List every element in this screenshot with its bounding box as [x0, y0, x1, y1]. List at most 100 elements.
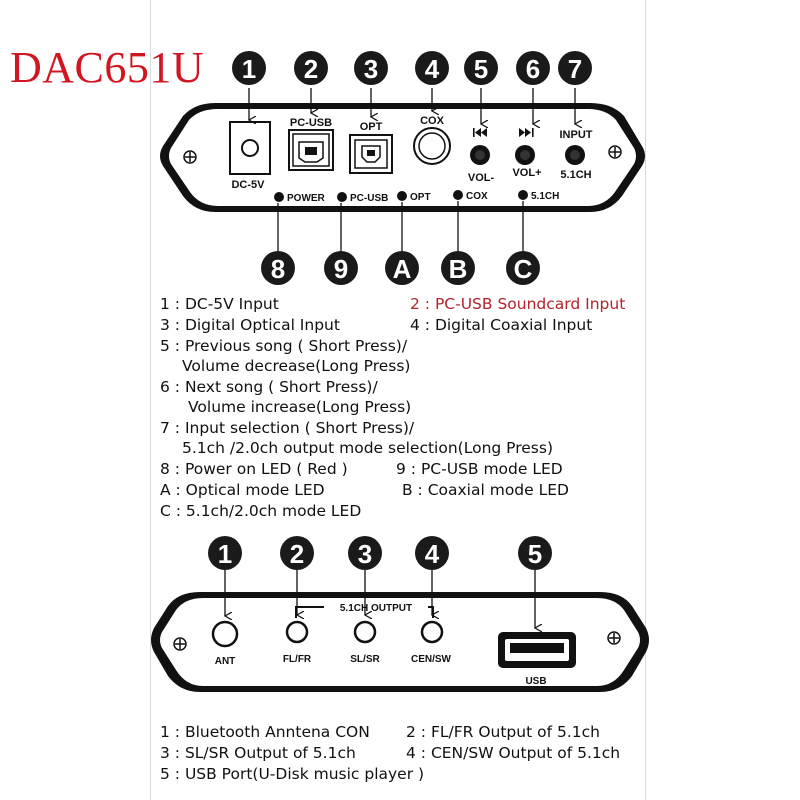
front-callouts-bottom [277, 201, 524, 251]
power-led-label: POWER [287, 193, 326, 204]
cox-led [453, 190, 463, 200]
rear-desc-4: 4 : CEN/SW Output of 5.1ch [406, 744, 621, 762]
antenna-connector[interactable] [211, 620, 239, 648]
callout-4-label: 4 [425, 54, 440, 84]
front-panel: DC-5V PC-USB OPT COX [160, 103, 645, 212]
next-track-icon [519, 128, 534, 137]
rear-panel: 5.1CH OUTPUT ANT FL/FR SL/SR CEN/SW [151, 592, 649, 692]
product-title: DAC651U [10, 43, 205, 92]
callout-5: 5 [464, 51, 498, 85]
front-desc-9: 9 : PC-USB mode LED [396, 460, 563, 478]
callout-b-label: B [449, 254, 468, 284]
pcusb-port[interactable] [288, 129, 334, 171]
front-desc-c: C : 5.1ch/2.0ch mode LED [160, 502, 362, 520]
callout-c: C [506, 251, 540, 285]
input-button-label: INPUT [560, 129, 593, 141]
front-desc-4: 4 : Digital Coaxial Input [410, 316, 593, 334]
callout-4: 4 [415, 51, 449, 85]
callout-9: 9 [324, 251, 358, 285]
callout-3: 3 [354, 51, 388, 85]
rear-callout-1-label: 1 [218, 539, 232, 569]
rear-screw-right-icon [607, 631, 621, 645]
coax-port[interactable] [413, 127, 451, 165]
input-5-1ch-label: 5.1CH [560, 169, 591, 181]
vol-minus-button[interactable] [470, 145, 490, 165]
fl-fr-label: FL/FR [283, 654, 312, 665]
opt-led-label: OPT [410, 192, 431, 203]
rear-desc-2: 2 : FL/FR Output of 5.1ch [406, 723, 600, 741]
sl-sr-output-jack[interactable] [353, 620, 377, 644]
callout-5-label: 5 [474, 54, 488, 84]
optical-port[interactable] [349, 134, 393, 174]
callout-b: B [441, 251, 475, 285]
rear-callout-5: 5 [518, 536, 552, 570]
usb-port[interactable] [498, 632, 576, 668]
front-desc-7a: 7 : Input selection ( Short Press)/ [160, 419, 415, 437]
pcusb-led-label: PC-USB [350, 193, 388, 204]
front-desc-3: 3 : Digital Optical Input [160, 316, 340, 334]
callout-6: 6 [516, 51, 550, 85]
front-desc-7b: 5.1ch /2.0ch output mode selection(Long … [182, 439, 553, 457]
input-button[interactable] [565, 145, 585, 165]
power-led [274, 192, 284, 202]
callout-8-label: 8 [271, 254, 285, 284]
rear-desc-5: 5 : USB Port(U-Disk music player ) [160, 765, 425, 783]
dc-5v-jack[interactable] [229, 121, 271, 175]
rear-callout-2: 2 [280, 536, 314, 570]
ant-label: ANT [215, 656, 236, 667]
callout-7-label: 7 [568, 54, 582, 84]
front-desc-1: 1 : DC-5V Input [160, 295, 279, 313]
front-desc-a: A : Optical mode LED [160, 481, 325, 499]
vol-plus-button[interactable] [515, 145, 535, 165]
callout-7: 7 [558, 51, 592, 85]
opt-led [397, 191, 407, 201]
pcusb-port-label: PC-USB [290, 117, 332, 129]
prev-track-icon [473, 128, 487, 137]
output-group-label: 5.1CH OUTPUT [340, 603, 412, 614]
front-desc-6a: 6 : Next song ( Short Press)/ [160, 378, 378, 396]
rear-desc-1: 1 : Bluetooth Anntena CON [160, 723, 370, 741]
rear-callout-1: 1 [208, 536, 242, 570]
cox-led-label: COX [466, 191, 488, 202]
callout-9-label: 9 [334, 254, 348, 284]
rear-callout-2-label: 2 [290, 539, 304, 569]
front-desc-8: 8 : Power on LED ( Red ) [160, 460, 348, 478]
callout-6-label: 6 [526, 54, 540, 84]
rear-callout-4: 4 [415, 536, 449, 570]
front-desc-5b: Volume decrease(Long Press) [182, 357, 411, 375]
callout-3-label: 3 [364, 54, 378, 84]
divider-line-right [645, 0, 646, 800]
callout-1: 1 [232, 51, 266, 85]
rear-callouts-lines [225, 570, 535, 628]
cen-sw-label: CEN/SW [411, 654, 452, 665]
rear-callout-5-label: 5 [528, 539, 542, 569]
cox-port-label: COX [420, 115, 445, 127]
rear-callout-3-label: 3 [358, 539, 372, 569]
callout-2: 2 [294, 51, 328, 85]
rear-screw-left-icon [173, 637, 187, 651]
sl-sr-label: SL/SR [350, 654, 380, 665]
opt-port-label: OPT [360, 121, 383, 133]
ch51-led [518, 190, 528, 200]
cen-sw-output-jack[interactable] [420, 620, 444, 644]
front-desc-6b: Volume increase(Long Press) [188, 398, 412, 416]
dc-5v-label: DC-5V [231, 179, 265, 191]
vol-minus-label: VOL- [468, 172, 495, 184]
front-screw-left-icon [183, 150, 197, 164]
divider-line-left [150, 0, 151, 800]
front-screw-right-icon [608, 145, 622, 159]
usb-label: USB [525, 676, 546, 687]
pcusb-led [337, 192, 347, 202]
front-desc-b: B : Coaxial mode LED [402, 481, 569, 499]
fl-fr-output-jack[interactable] [285, 620, 309, 644]
callout-2-label: 2 [304, 54, 318, 84]
ch51-led-label: 5.1CH [531, 191, 559, 202]
callout-1-label: 1 [242, 54, 256, 84]
vol-plus-label: VOL+ [512, 167, 541, 179]
callout-8: 8 [261, 251, 295, 285]
front-callouts-top [249, 88, 575, 124]
front-desc-5a: 5 : Previous song ( Short Press)/ [160, 337, 408, 355]
rear-callout-4-label: 4 [425, 539, 440, 569]
